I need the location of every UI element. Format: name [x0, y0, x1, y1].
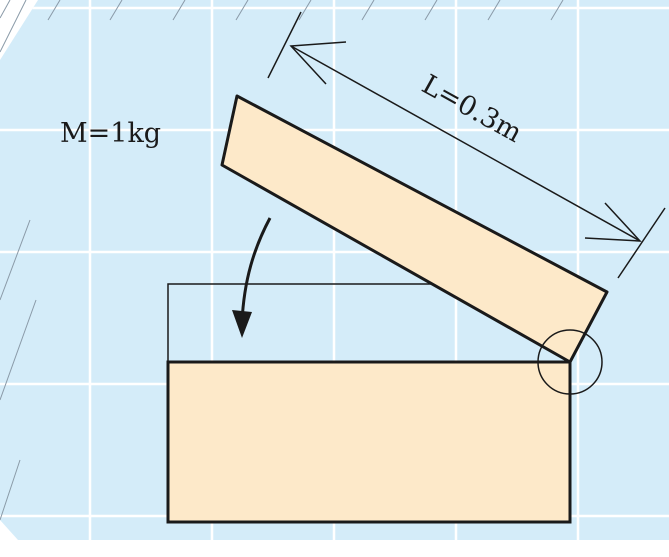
mass-label: M=1kg: [60, 118, 161, 149]
length-dimension: [267, 11, 666, 279]
dimension-line: [290, 45, 641, 242]
curved-arrow-down-icon: [232, 217, 272, 338]
base-box: [166, 360, 572, 524]
dimension-arrow-left-icon: [289, 41, 347, 85]
pivot-circle-icon: [537, 329, 603, 395]
extension-line-left: [267, 11, 302, 79]
dimension-arrow-right-icon: [584, 202, 642, 242]
page-edge-decoration: [0, 0, 564, 521]
extension-line-right: [617, 207, 666, 279]
tilted-lid: [220, 94, 609, 364]
